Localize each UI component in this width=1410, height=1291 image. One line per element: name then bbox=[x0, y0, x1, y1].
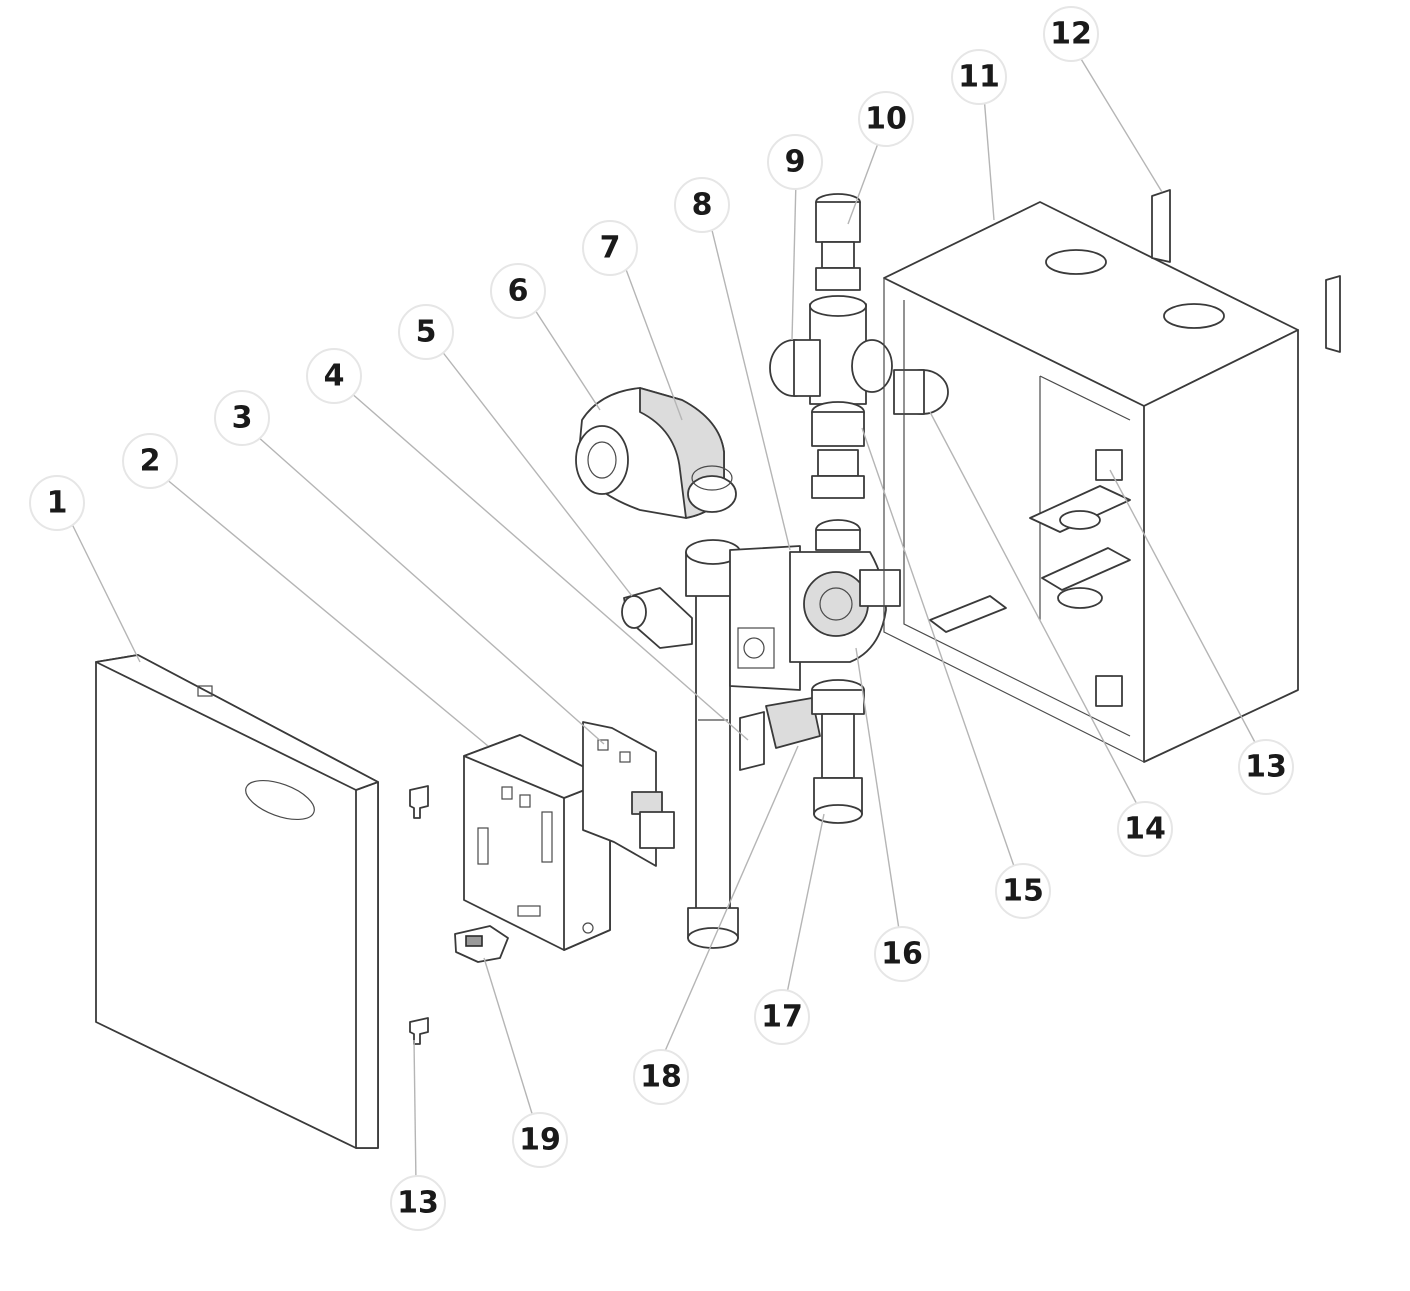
callout-12: 12 bbox=[1043, 6, 1099, 62]
callout-1: 1 bbox=[29, 475, 85, 531]
callout-19: 19 bbox=[512, 1112, 568, 1168]
pipe-fitting-5 bbox=[621, 587, 693, 649]
svg-text:12: 12 bbox=[1050, 17, 1092, 52]
svg-text:19: 19 bbox=[519, 1123, 561, 1158]
callout-10: 10 bbox=[858, 91, 914, 147]
vertical-pipe-18 bbox=[685, 539, 741, 949]
callout-14: 14 bbox=[1117, 801, 1173, 857]
circulation-pump bbox=[729, 545, 901, 691]
svg-text:18: 18 bbox=[640, 1060, 682, 1095]
valve-manifold bbox=[769, 193, 949, 824]
control-box bbox=[463, 734, 611, 951]
svg-text:6: 6 bbox=[508, 274, 529, 309]
callouts: 1 2 3 4 5 6 7 8 9 10 11 12 13 13 14 15 1… bbox=[29, 6, 1294, 1231]
svg-text:7: 7 bbox=[600, 231, 621, 266]
svg-text:3: 3 bbox=[232, 401, 253, 436]
front-cover-panel bbox=[95, 654, 379, 1149]
callout-16: 16 bbox=[874, 926, 930, 982]
svg-text:15: 15 bbox=[1002, 874, 1044, 909]
svg-text:9: 9 bbox=[785, 145, 806, 180]
callout-13-bottom: 13 bbox=[390, 1175, 446, 1231]
svg-text:13: 13 bbox=[1245, 750, 1287, 785]
svg-text:10: 10 bbox=[865, 102, 907, 137]
svg-text:13: 13 bbox=[397, 1186, 439, 1221]
main-housing bbox=[883, 201, 1299, 763]
svg-text:17: 17 bbox=[761, 1000, 803, 1035]
callout-7: 7 bbox=[582, 220, 638, 276]
wall-brackets bbox=[1151, 189, 1341, 353]
svg-text:8: 8 bbox=[692, 188, 713, 223]
leader-lines bbox=[69, 53, 1259, 1185]
callout-15: 15 bbox=[995, 863, 1051, 919]
svg-text:16: 16 bbox=[881, 937, 923, 972]
actuator-motor bbox=[575, 387, 737, 519]
svg-text:4: 4 bbox=[324, 359, 345, 394]
svg-text:2: 2 bbox=[140, 444, 161, 479]
svg-text:1: 1 bbox=[47, 486, 68, 521]
bracket-4 bbox=[739, 697, 821, 771]
mounting-bracket-19 bbox=[454, 925, 509, 963]
callout-18: 18 bbox=[633, 1049, 689, 1105]
clip-bracket-lower bbox=[409, 785, 429, 1045]
circuit-board bbox=[582, 721, 675, 867]
callout-2: 2 bbox=[122, 433, 178, 489]
callout-13-right: 13 bbox=[1238, 739, 1294, 795]
callout-17: 17 bbox=[754, 989, 810, 1045]
svg-text:5: 5 bbox=[416, 315, 437, 350]
callout-8: 8 bbox=[674, 177, 730, 233]
svg-text:11: 11 bbox=[958, 60, 1000, 95]
callout-3: 3 bbox=[214, 390, 270, 446]
svg-text:14: 14 bbox=[1124, 812, 1166, 847]
callout-4: 4 bbox=[306, 348, 362, 404]
callout-6: 6 bbox=[490, 263, 546, 319]
callout-11: 11 bbox=[951, 49, 1007, 105]
callout-9: 9 bbox=[767, 134, 823, 190]
callout-5: 5 bbox=[398, 304, 454, 360]
